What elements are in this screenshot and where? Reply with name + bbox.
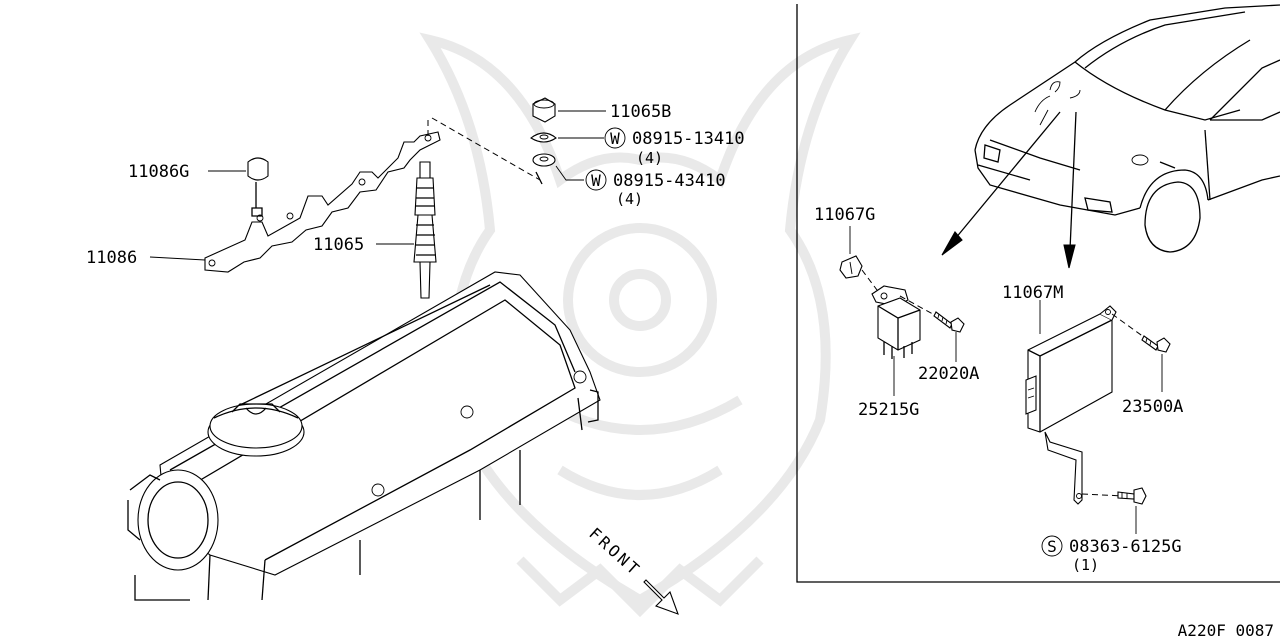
clip-dash	[861, 269, 881, 295]
label-08915-43410: 08915-43410	[613, 171, 726, 191]
label-11086G: 11086G	[128, 162, 189, 182]
screw-08363-6125G	[1117, 487, 1147, 505]
plate-nut	[247, 157, 269, 217]
label-11065B: 11065B	[610, 102, 671, 122]
location-arrow-2	[1069, 111, 1077, 251]
cylinder-head-cover	[127, 271, 601, 601]
screw-mark: S	[1047, 537, 1057, 556]
label-11086: 11086	[86, 248, 137, 268]
qty-08915-43410: (4)	[616, 190, 643, 208]
location-arrowhead-1	[941, 231, 963, 256]
washer-mark-circle-2	[585, 169, 607, 191]
glow-plug-nut	[532, 97, 556, 123]
washer-mark-1: W	[610, 129, 620, 148]
label-25215G: 25215G	[858, 400, 919, 420]
label-11067G: 11067G	[814, 205, 875, 225]
label-08915-13410: 08915-13410	[632, 129, 745, 149]
bolt-dash-1	[899, 295, 941, 319]
glow-relay	[871, 285, 921, 359]
washer-13410	[530, 132, 557, 143]
washer-mark-2: W	[591, 171, 601, 190]
qty-08363-6125G: (1)	[1072, 556, 1099, 574]
washer-43410	[532, 153, 556, 167]
washer-mark-circle-1	[604, 127, 626, 149]
screw-mark-circle	[1041, 535, 1063, 557]
relay-clip	[839, 255, 863, 279]
location-arrowhead-2	[1063, 244, 1076, 269]
location-arrow-1	[949, 111, 1061, 246]
bolt-22020A	[933, 311, 965, 333]
bolt-dash-3	[1081, 493, 1125, 497]
bolt-dash-2	[1111, 313, 1149, 341]
label-11067M: 11067M	[1002, 283, 1063, 303]
glow-plug	[413, 161, 437, 299]
diagram-code: A220F 0087	[1178, 621, 1274, 639]
qty-08915-13410: (4)	[636, 149, 663, 167]
vehicle-outline	[974, 4, 1280, 253]
bolt-23500A	[1141, 335, 1171, 353]
label-11065: 11065	[313, 235, 364, 255]
label-08363-6125G: 08363-6125G	[1069, 537, 1182, 557]
label-23500A: 23500A	[1122, 397, 1183, 417]
label-22020A: 22020A	[918, 364, 979, 384]
inset-frame	[796, 4, 1280, 583]
glow-control-unit	[1025, 305, 1117, 505]
